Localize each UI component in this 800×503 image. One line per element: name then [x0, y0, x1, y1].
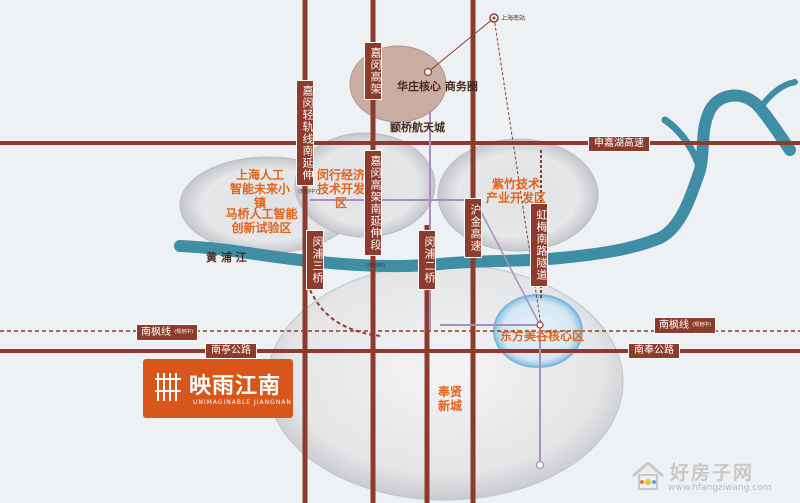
south-extension-planning-tag: (规划中) — [366, 263, 385, 269]
jiamin-light-rail-label: 嘉闵轻轨线南延伸 — [296, 80, 314, 186]
shanghai-ai-town-label: 上海人工 智能未来小镇 — [229, 168, 290, 210]
hujin-expressway-label: 沪金高速 — [464, 198, 482, 258]
minhang-tech-zone-label: 闵行经济 技术开发区 — [316, 168, 365, 210]
project-logo[interactable]: 映雨江南 UNIMAGINABLE JIANGNAN — [143, 359, 293, 418]
dongfang-meigu-label: 东方美谷核心区 — [500, 329, 585, 343]
jiamin-south-extension-label: 嘉闵高架南延伸段 — [364, 150, 382, 256]
huazhuang-label: 华庄核心 商务圈 — [397, 80, 478, 93]
fengxian-newcity-label: 奉贤 新城 — [437, 385, 462, 413]
hongmei-tunnel-label: 虹梅南路隧道 — [530, 203, 548, 287]
project-logo-mark-icon — [155, 373, 181, 401]
chengqiao-label: 颛桥航天城 — [390, 121, 445, 134]
shanghai-south-station-label: 上海南站 — [501, 15, 526, 22]
jiamin-gaojia-label: 嘉闵高架 — [364, 42, 382, 100]
light-rail-planning-tag: (规划中) — [298, 189, 317, 195]
nanfeng-line-left-label: 南枫线 (规划中) — [136, 324, 199, 341]
project-english-name: UNIMAGINABLE JIANGNAN — [193, 399, 292, 406]
fengxian-zone — [266, 263, 624, 501]
huangpu-river-label: 黄 浦 江 — [206, 251, 247, 264]
zizhu-tech-zone-label: 紫竹技术 产业开发区 — [485, 177, 546, 205]
shenjiahu-expressway-label: 申嘉湖高速 — [588, 136, 650, 152]
house-logo-icon — [632, 461, 664, 490]
watermark-url: www.hfangziwang.com — [668, 483, 772, 493]
site-watermark: 好房子网 www.hfangziwang.com — [630, 458, 790, 498]
minpu-2-bridge-label: 闵浦二桥 — [418, 230, 436, 290]
project-name: 映雨江南 — [189, 373, 282, 399]
minpu-3-bridge-label: 闵浦三桥 — [306, 230, 324, 290]
nanting-road-label: 南亭公路 — [205, 343, 257, 359]
nanfeng-road-label: 南奉公路 — [628, 343, 680, 359]
nanfeng-line-right-label: 南枫线 (规划中) — [654, 317, 717, 334]
watermark-site-name: 好房子网 — [670, 462, 755, 484]
huangpu-river — [174, 89, 796, 273]
maqiao-ai-zone-label: 马桥人工智能 创新试验区 — [225, 207, 298, 235]
